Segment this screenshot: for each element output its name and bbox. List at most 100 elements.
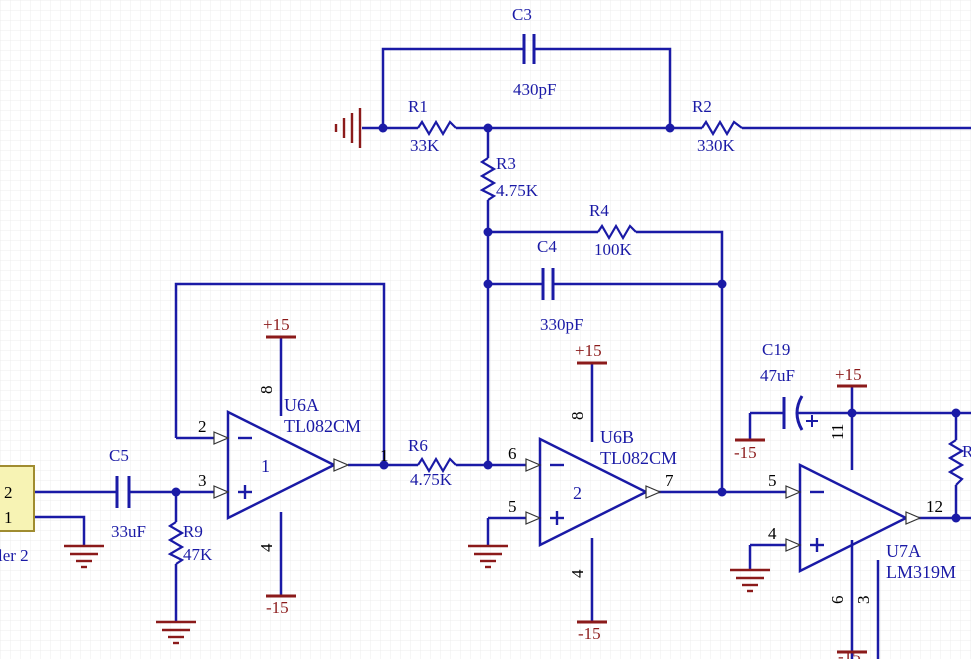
junction (378, 123, 388, 133)
part-u7a: LM319M (886, 562, 956, 582)
grounds (64, 108, 770, 645)
input-connector (0, 465, 35, 532)
pin-number: 1 (380, 446, 389, 465)
ref-r2: R2 (692, 97, 712, 116)
pin-number: 4 (257, 543, 276, 552)
resistor-r4 (597, 223, 637, 241)
pin-arrow (785, 485, 802, 499)
value-c3: 430pF (513, 80, 556, 99)
ref-c5: C5 (109, 446, 129, 465)
capacitor-c19 (782, 395, 818, 431)
ref-r9: R9 (183, 522, 203, 541)
pin-arrow (213, 485, 230, 499)
part-u6a: TL082CM (284, 416, 361, 436)
pin-number: 11 (828, 424, 847, 440)
wire-conn-gnd (34, 515, 86, 546)
ground-icon (64, 544, 104, 569)
power-bars (266, 335, 867, 654)
junction (483, 279, 493, 289)
pin-number: 3 (198, 471, 207, 490)
pin-arrow (525, 458, 542, 472)
value-c4: 330pF (540, 315, 583, 334)
unit-u6b: 2 (573, 483, 582, 503)
pin-number: 12 (926, 497, 943, 516)
wire-c3-right (534, 47, 672, 128)
power-label-neg: -15 (734, 443, 757, 462)
ref-r6: R6 (408, 436, 428, 455)
resistor-r2 (701, 119, 743, 137)
resistor-rx (947, 439, 965, 486)
junction (483, 227, 493, 237)
ref-u7a: U7A (886, 541, 921, 561)
pin-number: 7 (665, 471, 674, 490)
value-r2: 330K (697, 136, 736, 155)
wire-u6a-feedback (174, 282, 386, 465)
pin-number: 4 (568, 569, 587, 578)
value-r9: 47K (183, 545, 213, 564)
ref-u6b: U6B (600, 427, 634, 447)
resistor-r1 (417, 119, 457, 137)
capacitors (115, 34, 818, 508)
resistor-r3 (479, 157, 497, 201)
power-label-pos: +15 (575, 341, 602, 360)
value-r3: 4.75K (496, 181, 539, 200)
connector-label: ler 2 (0, 546, 29, 565)
pin-arrow (213, 431, 230, 445)
junction (665, 123, 675, 133)
junction (483, 123, 493, 133)
connector-pin: 2 (4, 483, 13, 502)
connector-pin: 1 (4, 508, 13, 527)
wire-c3-left (381, 47, 524, 128)
pin-arrow (645, 485, 662, 499)
resistor-r9 (167, 521, 185, 565)
pin-number: 6 (508, 444, 517, 463)
wires (34, 47, 971, 659)
ground-icon (334, 108, 362, 148)
pin-arrow (333, 458, 350, 472)
pin-number: 3 (854, 596, 873, 605)
opamps (213, 409, 922, 574)
junction (483, 460, 493, 470)
resistor-r6 (417, 456, 457, 474)
value-r4: 100K (594, 240, 633, 259)
pin-number: 2 (198, 417, 207, 436)
power-label-neg: -15 (266, 598, 289, 617)
pin-number: 4 (768, 524, 777, 543)
junction (717, 279, 727, 289)
opamp-u7a (798, 462, 909, 574)
ref-c19: C19 (762, 340, 790, 359)
part-u6b: TL082CM (600, 448, 677, 468)
power-label-pos: +15 (835, 365, 862, 384)
power-label-neg: -15 (578, 624, 601, 643)
junction (951, 513, 961, 523)
value-r1: 33K (410, 136, 440, 155)
opamp-u6a (226, 409, 337, 521)
junction (171, 487, 181, 497)
value-c19: 47uF (760, 366, 795, 385)
opamp-u6b (538, 436, 649, 548)
junction (847, 408, 857, 418)
pin-arrow (785, 538, 802, 552)
junctions (171, 123, 961, 523)
junction (951, 408, 961, 418)
pin-number: 5 (508, 497, 517, 516)
pin-number: 8 (568, 412, 587, 421)
capacitor-c4 (541, 268, 555, 300)
value-r6: 4.75K (410, 470, 453, 489)
ground-icon (468, 544, 508, 569)
pin-number: 5 (768, 471, 777, 490)
unit-u6a: 1 (261, 456, 270, 476)
power-label-neg-cut: -15 (838, 647, 861, 659)
junction (717, 487, 727, 497)
pin-arrow (905, 511, 922, 525)
power-label-pos: +15 (263, 315, 290, 334)
cut-resistor-label: R (962, 442, 971, 461)
ref-c3: C3 (512, 5, 532, 24)
value-c5: 33uF (111, 522, 146, 541)
ref-u6a: U6A (284, 395, 319, 415)
ground-icon (730, 568, 770, 593)
pin-arrow (525, 511, 542, 525)
